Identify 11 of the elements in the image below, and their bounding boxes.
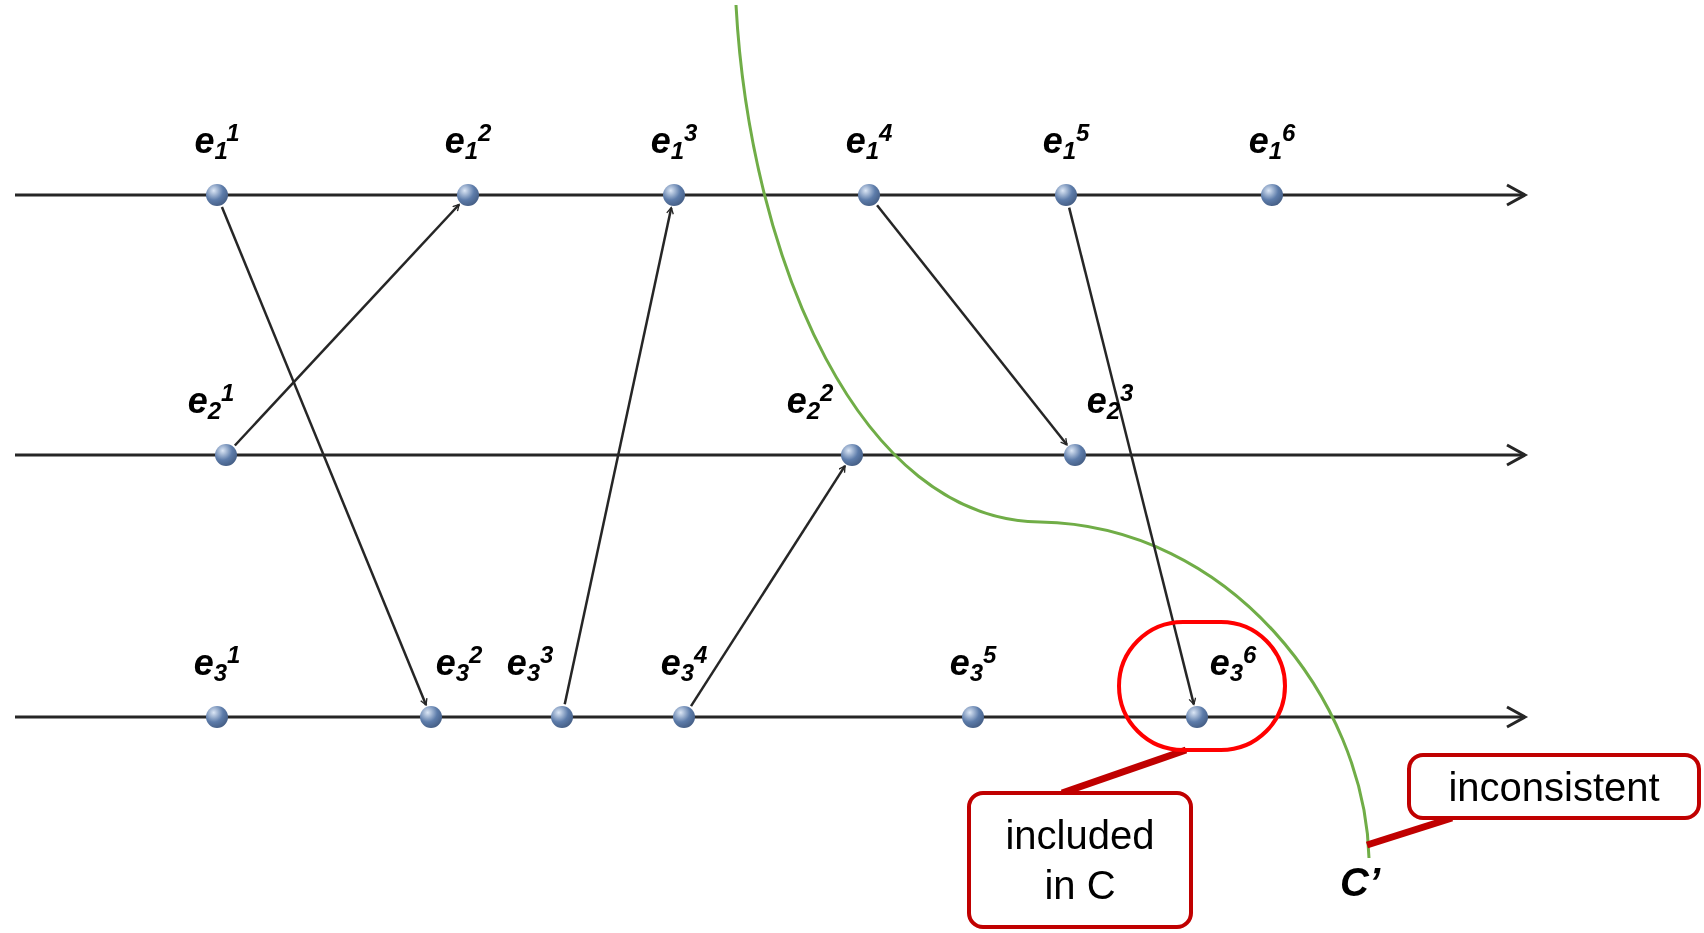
callout-bubble [967,791,1193,929]
cut-label: C’ [1340,862,1380,902]
message-arrow [563,207,674,705]
message-arrow [876,204,1068,446]
callout-bubble [1407,753,1701,820]
callout-text: included in C [1004,812,1156,909]
callout-text: inconsistent [1448,763,1660,811]
message-arrow [233,203,461,447]
message-arrow [689,465,847,707]
message-arrow [220,206,428,706]
message-arrow [1067,207,1197,706]
